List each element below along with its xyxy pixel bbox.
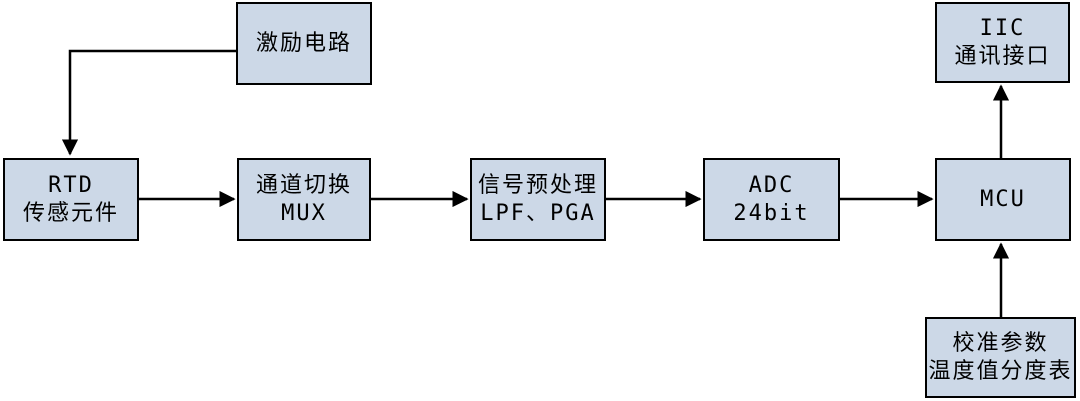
node-mux-label-line1: 通道切换 [255,172,352,198]
node-calibration-table: 校准参数 温度值分度表 [925,317,1076,398]
node-rtd-label-line2: 传感元件 [22,200,119,226]
node-iic-interface: IIC 通讯接口 [935,2,1070,83]
node-preprocess-label-line1: 信号预处理 [477,172,598,198]
node-mcu: MCU [935,158,1071,241]
arrow-excitation-to-rtd [61,49,236,156]
node-calibration-label-line2: 温度值分度表 [928,358,1073,384]
node-rtd-label-line1: RTD [48,172,94,198]
node-calibration-label-line1: 校准参数 [952,330,1049,356]
node-adc-label-line1: ADC [748,172,795,198]
node-excitation-circuit: 激励电路 [236,2,372,85]
node-mux-label-line2: MUX [281,200,327,226]
node-mcu-label: MCU [980,186,1026,212]
node-channel-mux: 通道切换 MUX [237,158,371,241]
node-iic-label-line2: 通讯接口 [954,43,1051,69]
node-adc-24bit: ADC 24bit [703,158,840,241]
node-preprocess-label-line2: LPF、PGA [480,200,596,226]
node-iic-label-line1: IIC [979,15,1026,41]
node-signal-preprocessing: 信号预处理 LPF、PGA [470,158,606,241]
node-excitation-label: 激励电路 [255,30,352,56]
node-rtd-sensor: RTD 传感元件 [3,158,139,241]
node-adc-label-line2: 24bit [733,200,810,226]
